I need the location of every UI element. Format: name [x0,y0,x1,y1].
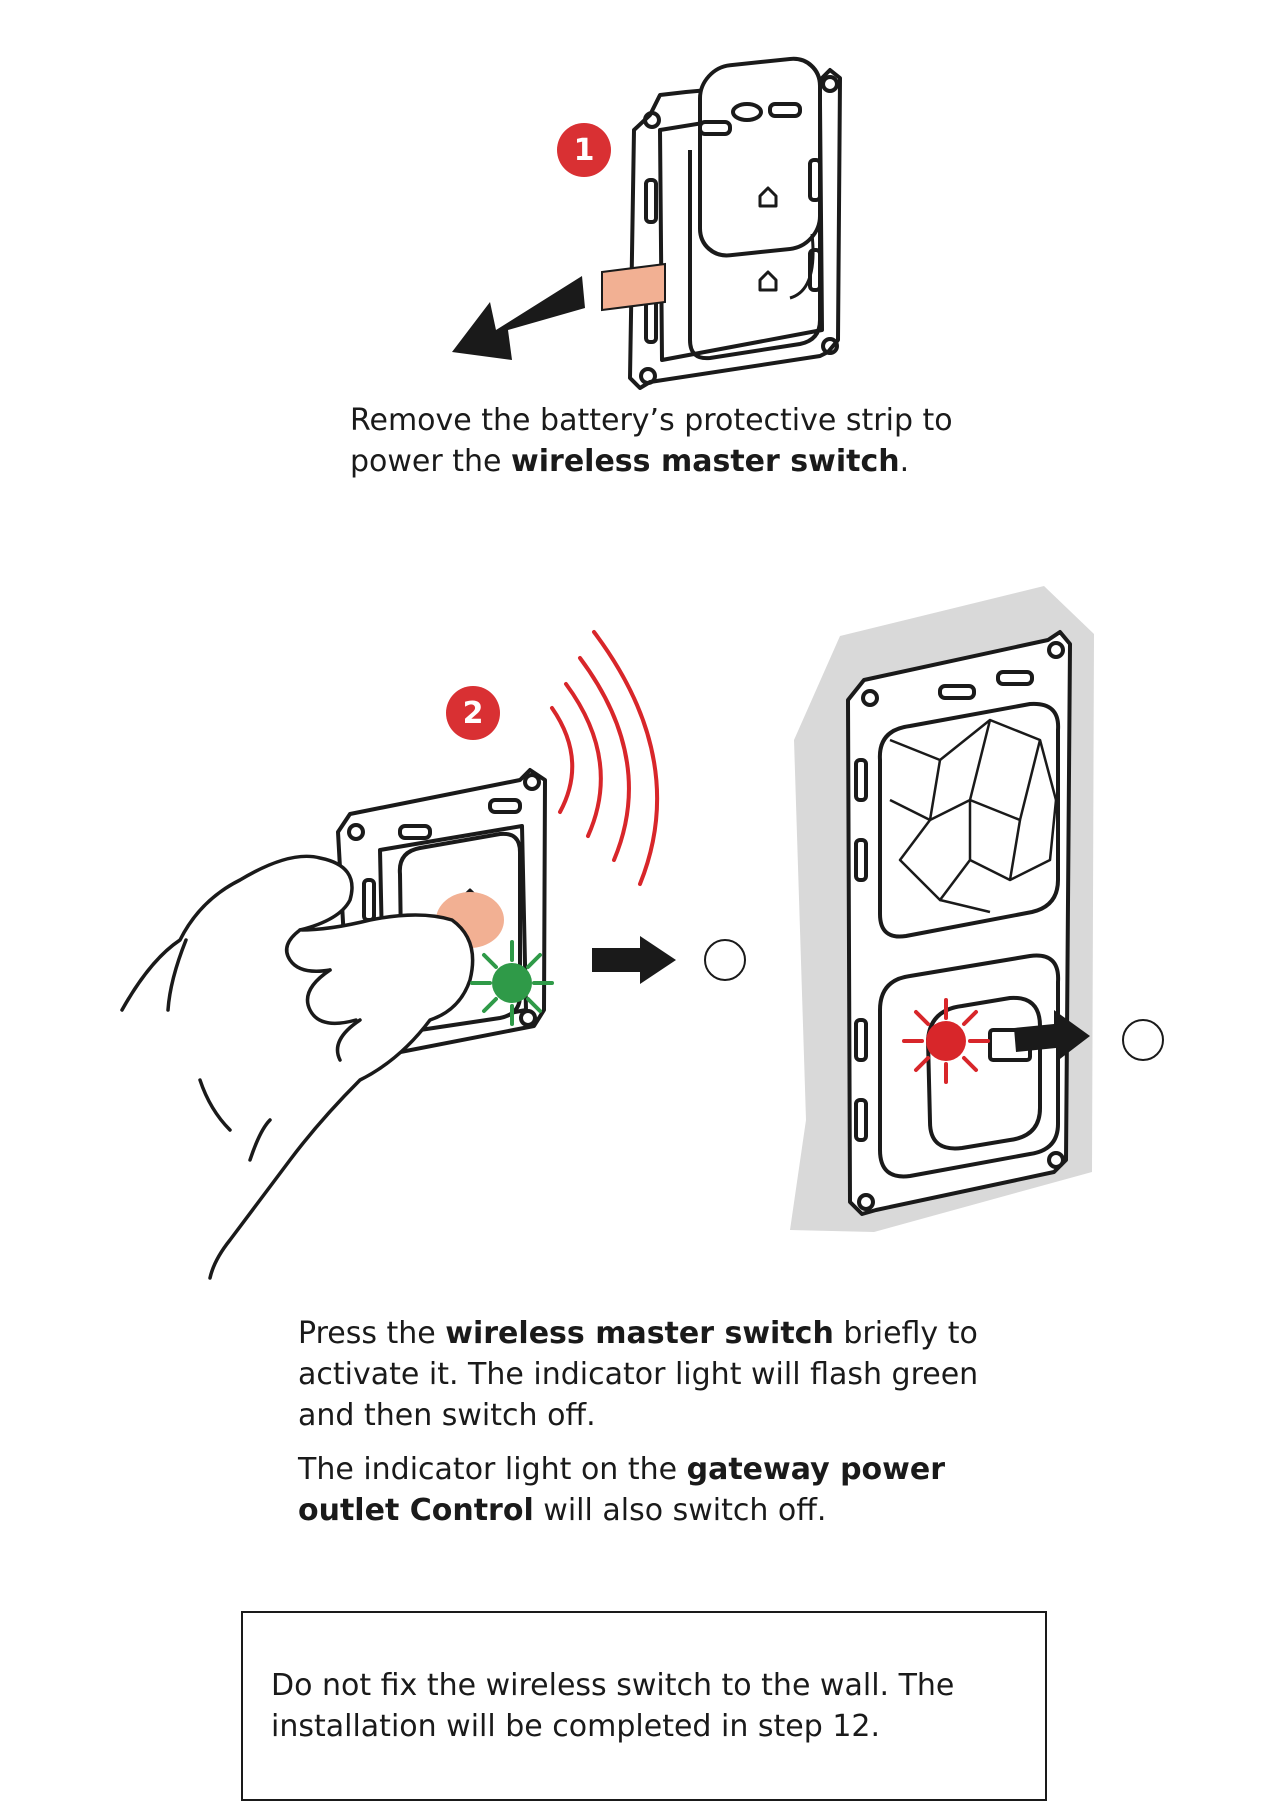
wireless-switch-frame [628,56,842,390]
step-1-caption: Remove the battery’s protective strip to… [350,403,953,479]
battery-protective-strip [601,262,666,312]
step-2-illustration [120,586,1164,1280]
gateway-power-outlet [846,630,1072,1216]
step-1-illustration [452,56,842,390]
step-2-caption-2: The indicator light on the gateway power… [298,1452,946,1528]
red-indicator-light [902,998,990,1084]
green-indicator-light [470,940,554,1026]
indicator-off-circle-1 [704,939,746,981]
hand-outline [120,854,475,1280]
signal-arrow-2 [1014,1010,1090,1062]
signal-arrow-1 [592,936,676,984]
step-2-caption-1: Press the wireless master switch briefly… [298,1316,979,1433]
pull-arrow [452,276,585,360]
step-1-badge: 1 [557,123,611,177]
installation-note-text: Do not fix the wireless switch to the wa… [271,1668,955,1744]
radio-wave-signal [550,630,660,886]
installation-note-box: Do not fix the wireless switch to the wa… [241,1611,1047,1801]
step-2-badge: 2 [446,686,500,740]
indicator-off-circle-2 [1122,1019,1164,1061]
